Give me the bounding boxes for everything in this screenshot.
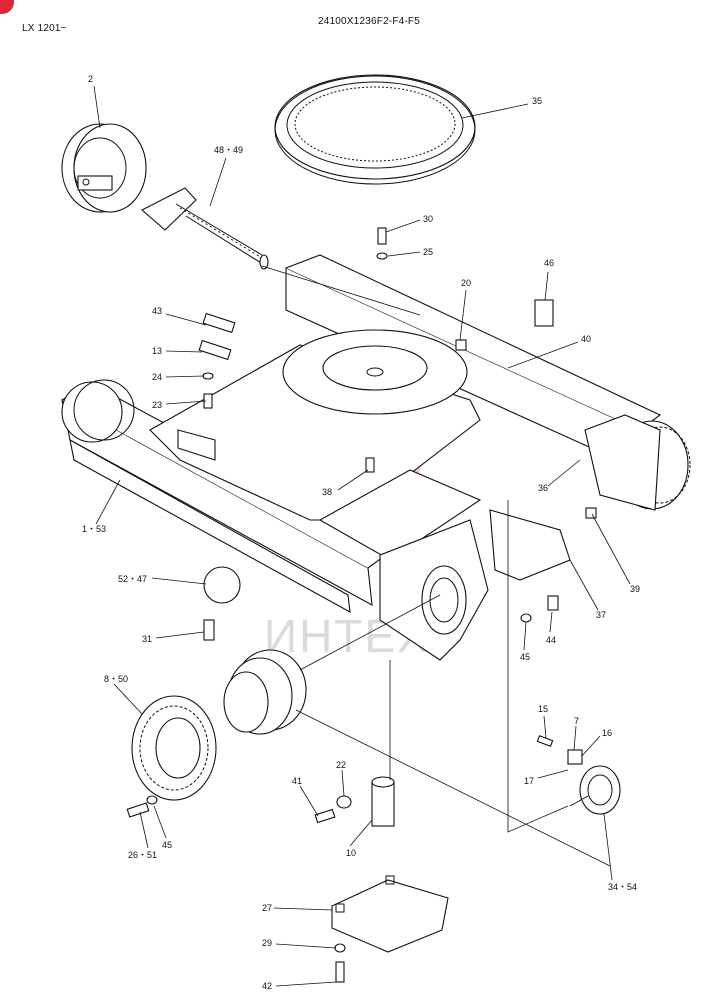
callout-35: 35 [532, 96, 542, 106]
callout-1-53: 1・53 [82, 524, 106, 534]
drawing-code-label: 24100X1236F2-F4-F5 [318, 16, 420, 27]
callout-40: 40 [581, 334, 591, 344]
track-adjuster-gear [569, 765, 621, 815]
leader-lines [93, 85, 631, 987]
callout-labels: 2 48・49 35 30 25 46 20 40 43 13 24 23 38… [82, 74, 640, 991]
cover-plate [489, 509, 571, 581]
callout-24: 24 [152, 372, 162, 382]
track-frame [61, 254, 691, 661]
recoil-spring-assembly [141, 187, 269, 270]
callout-2: 2 [88, 74, 93, 84]
callout-13: 13 [152, 346, 162, 356]
callout-42: 42 [262, 981, 272, 991]
callout-23: 23 [152, 400, 162, 410]
callout-41: 41 [292, 776, 302, 786]
callout-20: 20 [461, 278, 471, 288]
callout-22: 22 [336, 760, 346, 770]
callout-37: 37 [596, 610, 606, 620]
fasteners [126, 227, 597, 983]
callout-45a: 45 [520, 652, 530, 662]
model-range-label: LX 1201~ [22, 23, 67, 34]
travel-motor [223, 649, 307, 735]
callout-7: 7 [574, 716, 579, 726]
callout-30: 30 [423, 214, 433, 224]
front-idler [61, 123, 147, 213]
swivel-joint [371, 776, 395, 827]
callout-10: 10 [346, 848, 356, 858]
callout-29: 29 [262, 938, 272, 948]
callout-15: 15 [538, 704, 548, 714]
callout-45b: 45 [162, 840, 172, 850]
callout-39: 39 [630, 584, 640, 594]
callout-38: 38 [322, 487, 332, 497]
callout-44: 44 [546, 635, 556, 645]
callout-48-49: 48・49 [214, 145, 243, 155]
callout-27: 27 [262, 903, 272, 913]
callout-26-51: 26・51 [128, 850, 157, 860]
callout-8-50: 8・50 [104, 674, 128, 684]
callout-16: 16 [602, 728, 612, 738]
callout-31: 31 [142, 634, 152, 644]
bottom-cover-plate [331, 875, 449, 953]
callout-34-54: 34・54 [608, 882, 637, 892]
callout-43: 43 [152, 306, 162, 316]
drive-sprocket [131, 695, 217, 801]
swing-bearing-ring [274, 74, 476, 185]
callout-17: 17 [524, 776, 534, 786]
callout-52-47: 52・47 [118, 574, 147, 584]
callout-46: 46 [544, 258, 554, 268]
callout-36: 36 [538, 483, 548, 493]
callout-25: 25 [423, 247, 433, 257]
